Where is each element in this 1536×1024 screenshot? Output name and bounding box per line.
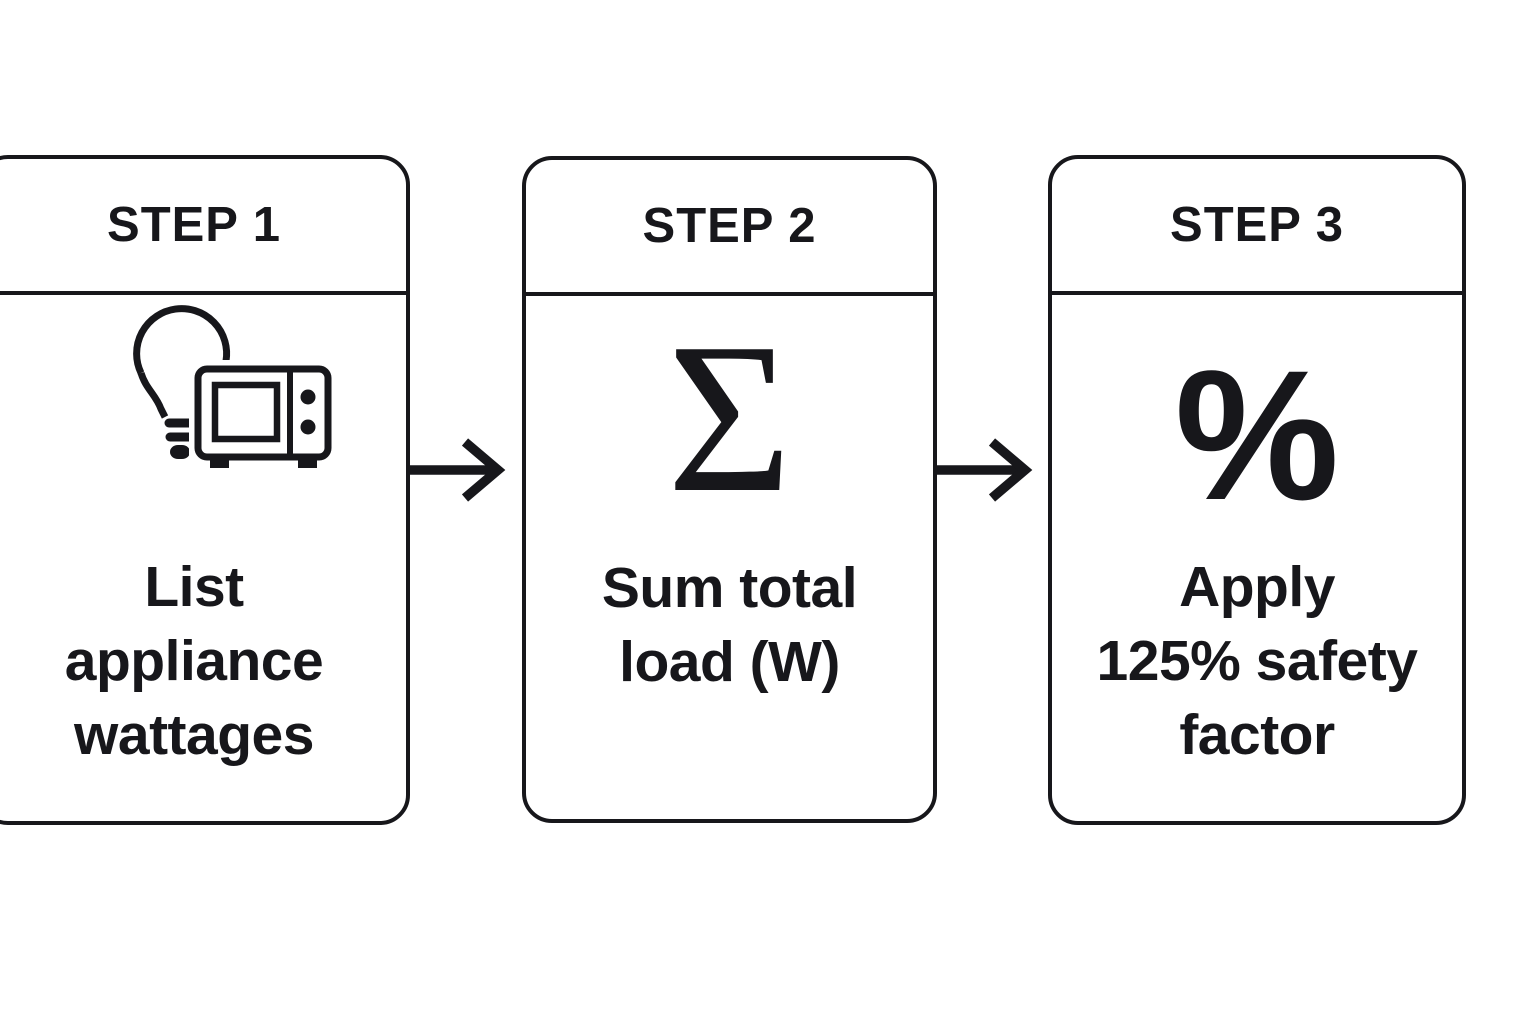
step-card-1: STEP 1 — [0, 155, 410, 825]
step-2-caption: Sum total load (W) — [526, 551, 933, 699]
step-3-caption: Apply 125% safety factor — [1052, 550, 1462, 772]
caption-line: List — [144, 555, 244, 619]
percent-icon: % — [1174, 333, 1340, 539]
caption-line: Apply — [1179, 555, 1335, 619]
caption-line: wattages — [74, 703, 314, 767]
step-2-body: Σ Sum total load (W) — [526, 296, 933, 819]
lightbulb-microwave-icon — [133, 305, 337, 468]
caption-line: factor — [1179, 703, 1335, 767]
step-card-3: STEP 3 % Apply 125% safety factor — [1048, 155, 1466, 825]
step-3-header: STEP 3 — [1052, 159, 1462, 295]
step-2-header: STEP 2 — [526, 160, 933, 296]
caption-line: Sum total — [601, 556, 858, 620]
arrow-right-icon — [410, 438, 506, 502]
step-1-caption: List appliance wattages — [0, 550, 406, 772]
caption-line: load (W) — [619, 630, 840, 694]
sigma-icon: Σ — [666, 298, 793, 537]
caption-line: appliance — [64, 629, 324, 693]
step-1-header: STEP 1 — [0, 159, 406, 295]
step-card-2: STEP 2 Σ Sum total load (W) — [522, 156, 937, 823]
caption-line: 125% safety — [1096, 629, 1418, 693]
step-1-body: List appliance wattages — [0, 295, 406, 821]
arrow-right-icon — [937, 438, 1033, 502]
step-3-body: % Apply 125% safety factor — [1052, 295, 1462, 821]
